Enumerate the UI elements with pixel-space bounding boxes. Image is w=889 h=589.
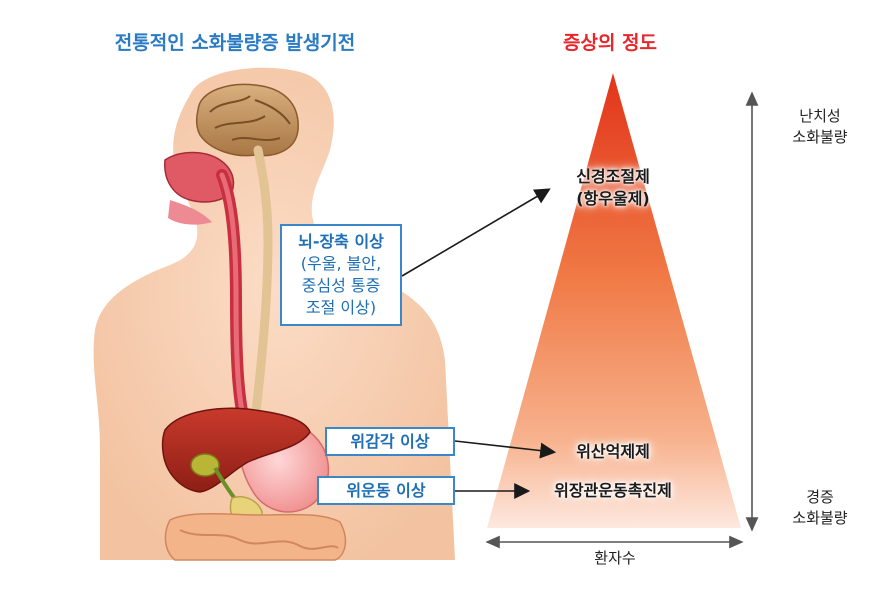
mild-line-2: 소화불량 [792, 509, 848, 527]
gallbladder [190, 453, 220, 477]
mild-dyspepsia-label: 경증 소화불량 [765, 487, 875, 529]
spinal-cord [250, 145, 273, 425]
severity-pyramid [487, 73, 741, 528]
brain-gut-axis-label: 뇌-장축 이상 (우울, 불안, 중심성 통증 조절 이상) [280, 224, 402, 326]
neuromodulator-text: 신경조절제 [576, 167, 650, 186]
brain-gut-line-2: 중심성 통증 [301, 276, 381, 295]
antidepressant-text: (항우울제) [576, 189, 650, 208]
pyramid-top-label: 신경조절제 (항우울제) [540, 166, 686, 210]
gastric-motility-label: 위운동 이상 [317, 476, 455, 505]
brain-folds [209, 95, 291, 141]
arrow-brain-gut [401, 188, 551, 277]
refractory-line-2: 소화불량 [792, 128, 848, 146]
esophagus-inner [219, 172, 249, 433]
patient-count-label: 환자수 [594, 549, 636, 567]
refractory-line-1: 난치성 [799, 107, 841, 125]
brain [195, 83, 299, 157]
brain-gut-heading: 뇌-장축 이상 [298, 232, 384, 251]
prokinetic-label: 위장관운동촉진제 [554, 481, 672, 500]
brain-gut-line-1: (우울, 불안, [300, 254, 382, 273]
brain-gut-line-3: 조절 이상) [305, 298, 377, 317]
tongue [168, 200, 212, 225]
intestine-folds [179, 529, 339, 550]
refractory-dyspepsia-label: 난치성 소화불량 [765, 106, 875, 148]
acid-suppressant-label: 위산억제제 [576, 442, 650, 461]
mechanism-title: 전통적인 소화불량증 발생기전 [114, 32, 356, 54]
intestines [164, 513, 347, 561]
arrow-gastric-sensation [454, 440, 557, 459]
severity-title: 증상의 정도 [562, 32, 657, 54]
gastric-sensation-label: 위감각 이상 [325, 427, 455, 456]
mild-line-1: 경증 [806, 488, 834, 506]
